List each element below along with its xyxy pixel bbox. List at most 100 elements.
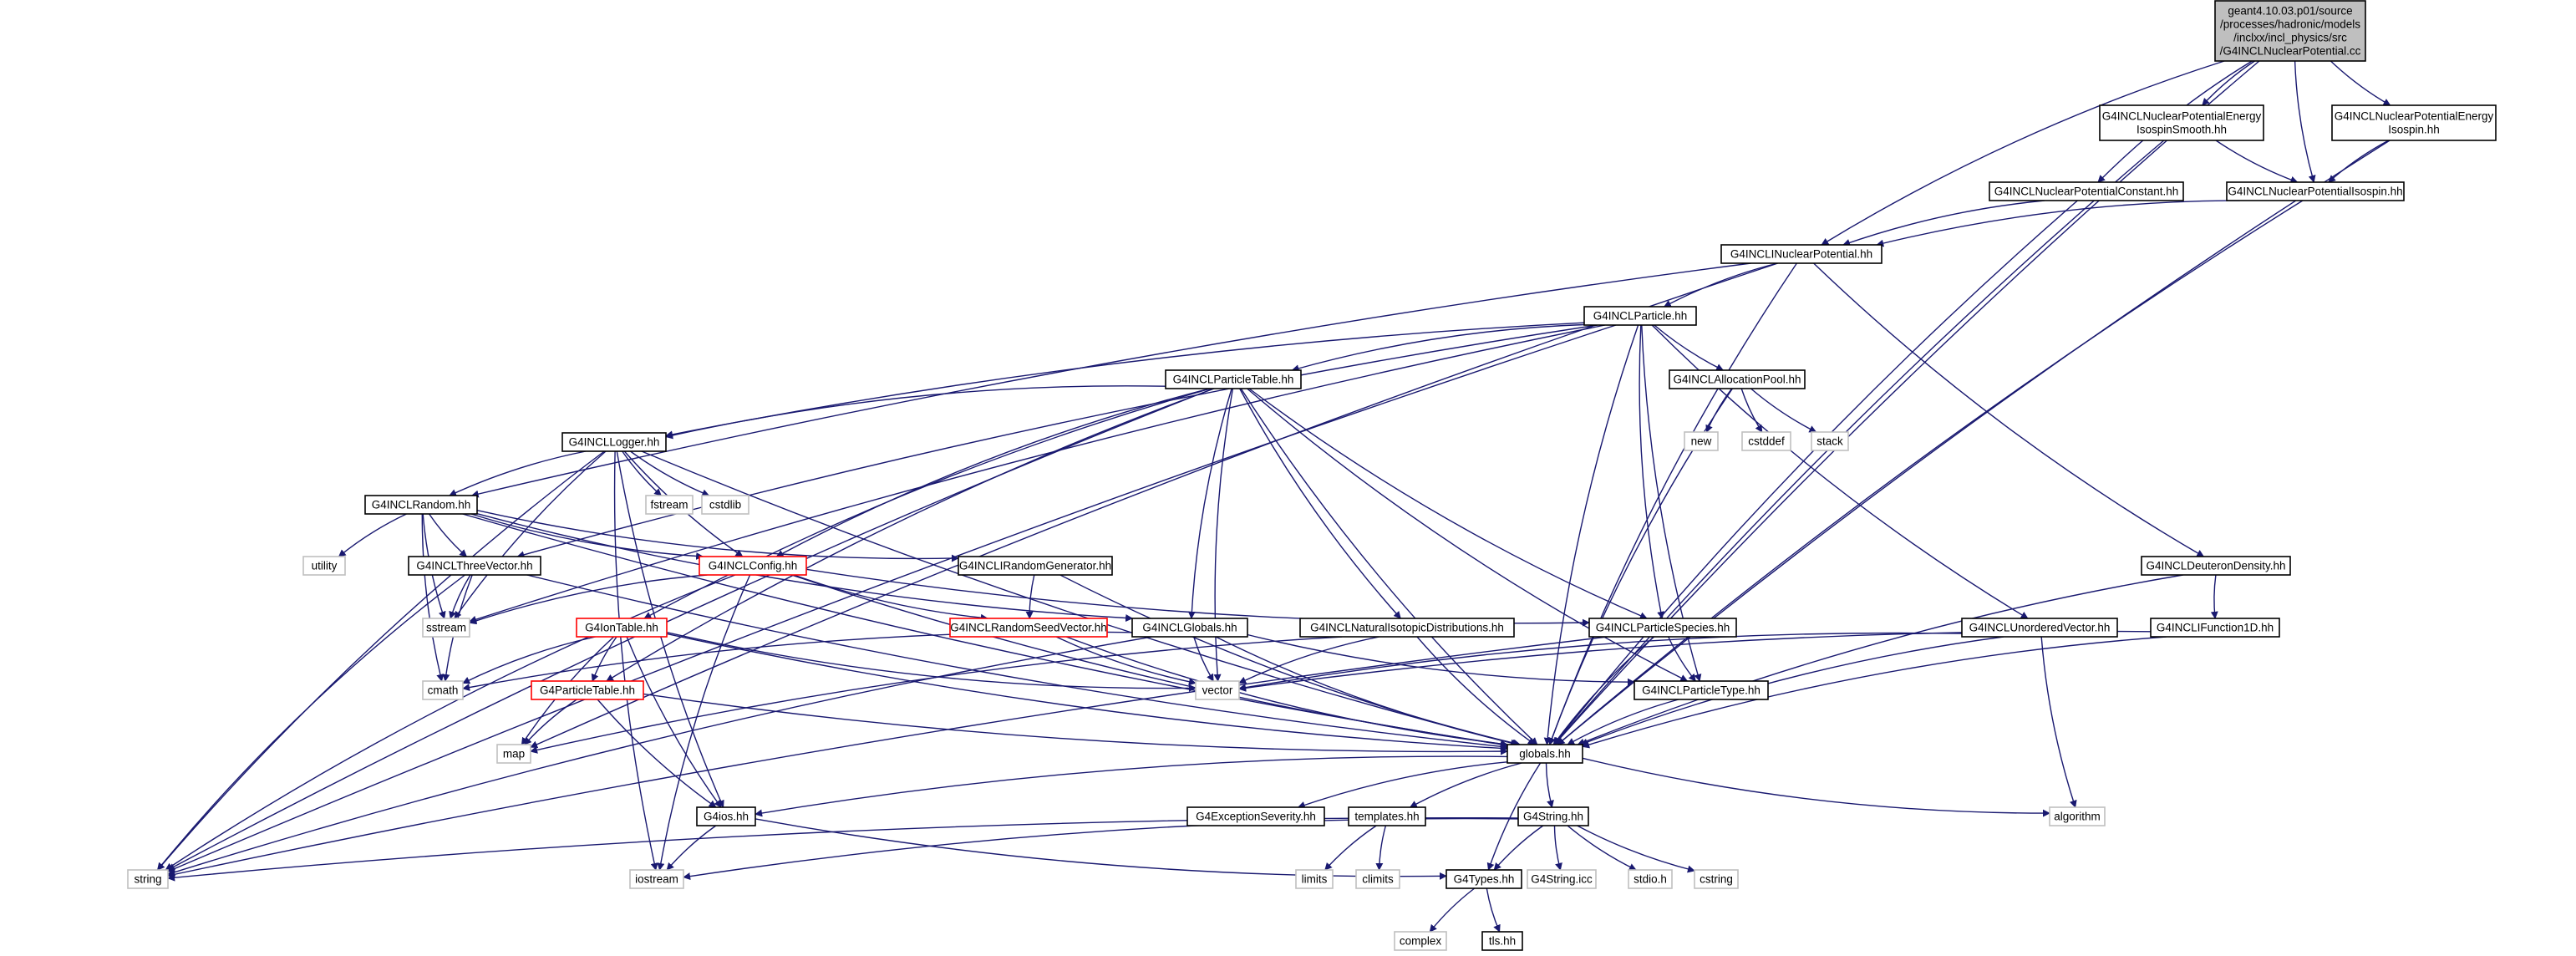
edge-species-to-particletype xyxy=(1668,636,1696,682)
edge-particle-to-globals xyxy=(1543,324,1639,745)
node-utility: utility xyxy=(302,556,346,576)
node-g4inclifunction1d-hh[interactable]: G4INCLIFunction1D.hh xyxy=(2150,618,2280,638)
node-stdio-h: stdio.h xyxy=(1628,869,1673,889)
node-g4inclnuclearpotentialconstant-hh[interactable]: G4INCLNuclearPotentialConstant.hh xyxy=(1989,181,2184,201)
node-g4string-hh-box xyxy=(1517,806,1589,826)
edge-particletable-to-string xyxy=(167,388,1214,871)
node-cstring-box xyxy=(1694,869,1739,889)
edge-particletable-to-globals xyxy=(1240,388,1538,745)
node-g4inclparticlespecies-hh[interactable]: G4INCLParticleSpecies.hh xyxy=(1588,618,1737,638)
edge-g4ios-to-iostream xyxy=(666,825,717,871)
node-g4inclallocationpool-hh[interactable]: G4INCLAllocationPool.hh xyxy=(1669,369,1806,389)
node-templates-hh[interactable]: templates.hh xyxy=(1348,806,1426,826)
node-g4inclthreevector-hh[interactable]: G4INCLThreeVector.hh xyxy=(408,556,541,576)
node-g4inclparticle-hh[interactable]: G4INCLParticle.hh xyxy=(1583,306,1697,326)
node-iostream-box xyxy=(629,869,684,889)
edge-globals-to-exception xyxy=(1297,761,1508,809)
edge-species-to-globals xyxy=(1552,636,1655,745)
edge-g4types-to-complex xyxy=(1429,887,1476,933)
edge-g4ios-to-g4types xyxy=(755,818,1447,880)
node-g4inclifunction1d-hh-label: G4INCLIFunction1D.hh xyxy=(2157,622,2274,634)
edge-root-to-np_isospin xyxy=(2294,60,2316,183)
node-fstream-label: fstream xyxy=(650,499,688,511)
node-g4incldeuterondensity-hh[interactable]: G4INCLDeuteronDensity.hh xyxy=(2141,556,2291,576)
node-g4inclparticletable-hh-box xyxy=(1165,369,1302,389)
edge-particle-to-logger xyxy=(665,322,1585,439)
node-stdio-h-label: stdio.h xyxy=(1633,873,1667,886)
node-g4inclnuclearpotentialenergyisospinsmooth-hh[interactable]: G4INCLNuclearPotentialEnergyIsospinSmoot… xyxy=(2099,104,2264,141)
edge-particletype-to-globals xyxy=(1567,699,1679,745)
node-g4inclinuclearpotential-hh-box xyxy=(1720,244,1882,264)
node-g4inclconfig-hh-box xyxy=(699,556,807,576)
node-g4particletable-hh-box xyxy=(531,680,644,700)
edge-particletable-to-config xyxy=(775,388,1210,557)
node-g4iontable-hh-box xyxy=(576,618,668,638)
node-g4inclglobals-hh[interactable]: G4INCLGlobals.hh xyxy=(1131,618,1248,638)
edge-particletable-to-logger xyxy=(665,385,1166,440)
node-sstream-label: sstream xyxy=(426,622,466,634)
node-string-box xyxy=(127,869,169,889)
node-g4inclparticletype-hh[interactable]: G4INCLParticleType.hh xyxy=(1633,680,1769,700)
edge-templates-to-limits xyxy=(1324,825,1377,871)
edge-threevector-to-globals xyxy=(526,574,1508,750)
node-g4incllogger-hh[interactable]: G4INCLLogger.hh xyxy=(561,432,667,452)
node-g4inclinuclearpotential-hh[interactable]: G4INCLINuclearPotential.hh xyxy=(1720,244,1882,264)
edge-logger-to-random xyxy=(449,450,587,496)
edge-root-to-inuclear xyxy=(1821,60,2225,246)
edge-npe_smooth-to-np_isospin xyxy=(2215,140,2299,184)
node-g4incllogger-hh-box xyxy=(561,432,667,452)
edge-random-to-inclglobals xyxy=(476,513,1134,623)
node-g4string-hh[interactable]: G4String.hh xyxy=(1517,806,1589,826)
node-g4inclnuclearpotentialenergyisospinsmooth-hh-box xyxy=(2099,104,2264,141)
node-algorithm-label: algorithm xyxy=(2054,811,2101,823)
edge-iontable-to-g4ios xyxy=(626,636,722,808)
node-g4ios-hh[interactable]: G4ios.hh xyxy=(696,806,756,826)
node-cmath: cmath xyxy=(422,680,464,700)
node-g4inclunorderedvector-hh-box xyxy=(1961,618,2118,638)
edge-particletable-to-vector xyxy=(1213,388,1234,682)
node-g4exceptionseverity-hh[interactable]: G4ExceptionSeverity.hh xyxy=(1186,806,1325,826)
node-geant4-10-03-p01-source-processes-hadronic-models-inclxx-incl-physics-src-g4inclnuclearpotential-cc[interactable]: geant4.10.03.p01/source/processes/hadron… xyxy=(2214,0,2366,62)
node-g4inclnuclearpotentialisospin-hh-label: G4INCLNuclearPotentialIsospin.hh xyxy=(2228,186,2402,198)
node-tls-hh-label: tls.hh xyxy=(1489,935,1516,948)
edge-particletable-to-iontable xyxy=(643,388,1212,619)
node-g4inclnaturalisotopicdistributions-hh[interactable]: G4INCLNaturalIsotopicDistributions.hh xyxy=(1299,618,1515,638)
edge-logger-to-iostream xyxy=(613,450,658,871)
edge-root-to-npe_smooth xyxy=(2202,60,2255,106)
node-map: map xyxy=(496,744,531,764)
node-g4iontable-hh-label: G4IonTable.hh xyxy=(585,622,658,634)
edge-random-to-config xyxy=(470,513,704,560)
node-g4types-hh[interactable]: G4Types.hh xyxy=(1446,869,1522,889)
node-g4particletable-hh-label: G4ParticleTable.hh xyxy=(540,684,635,697)
edge-globals-to-templates xyxy=(1409,762,1522,808)
edge-logger-to-sstream xyxy=(454,450,607,619)
node-cstddef-box xyxy=(1741,431,1791,451)
node-vector-label: vector xyxy=(1202,684,1233,697)
node-g4inclparticle-hh-box xyxy=(1583,306,1697,326)
node-geant4-10-03-p01-source-processes-hadronic-models-inclxx-incl-physics-src-g4inclnuclearpotential-cc-label: /G4INCLNuclearPotential.cc xyxy=(2220,45,2361,58)
node-globals-hh[interactable]: globals.hh xyxy=(1506,744,1583,764)
node-g4inclunorderedvector-hh[interactable]: G4INCLUnorderedVector.hh xyxy=(1961,618,2118,638)
node-limits: limits xyxy=(1295,869,1334,889)
node-stdio-h-box xyxy=(1628,869,1673,889)
node-g4inclnuclearpotentialenergyisospin-hh-box xyxy=(2331,104,2497,141)
node-g4iontable-hh[interactable]: G4IonTable.hh xyxy=(576,618,668,638)
node-g4inclnuclearpotentialisospin-hh[interactable]: G4INCLNuclearPotentialIsospin.hh xyxy=(2226,181,2405,201)
edge-particletable-to-species xyxy=(1248,388,1648,619)
edge-particletable4-to-g4ios xyxy=(597,699,717,808)
node-g4inclunorderedvector-hh-label: G4INCLUnorderedVector.hh xyxy=(1969,622,2111,634)
node-tls-hh[interactable]: tls.hh xyxy=(1481,931,1523,951)
node-g4particletable-hh[interactable]: G4ParticleTable.hh xyxy=(531,680,644,700)
node-g4inclrandomseedvector-hh[interactable]: G4INCLRandomSeedVector.hh xyxy=(949,618,1108,638)
node-g4inclrandom-hh[interactable]: G4INCLRandom.hh xyxy=(364,495,478,515)
node-g4inclconfig-hh[interactable]: G4INCLConfig.hh xyxy=(699,556,807,576)
node-g4exceptionseverity-hh-label: G4ExceptionSeverity.hh xyxy=(1196,811,1316,823)
node-g4inclglobals-hh-label: G4INCLGlobals.hh xyxy=(1142,622,1237,634)
node-new-label: new xyxy=(1691,435,1712,448)
node-g4inclirandomgenerator-hh[interactable]: G4INCLIRandomGenerator.hh xyxy=(958,556,1113,576)
edge-unordered-to-vector xyxy=(1238,632,1963,692)
node-g4inclparticletable-hh[interactable]: G4INCLParticleTable.hh xyxy=(1165,369,1302,389)
edge-irandomgen-to-randomseed xyxy=(1025,574,1035,619)
edge-inuclear-to-map xyxy=(530,262,1778,749)
